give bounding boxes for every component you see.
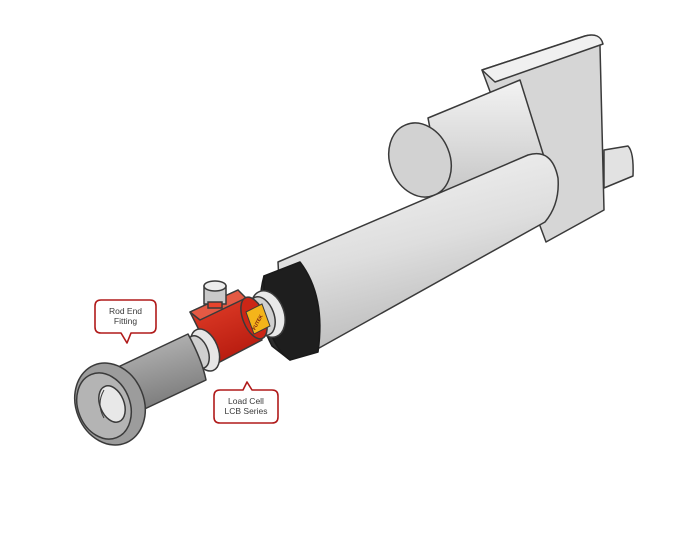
- rod-end-callout-label: Rod End Fitting: [95, 306, 156, 326]
- load-cell-callout-label: Load Cell LCB Series: [214, 396, 278, 416]
- load-cell-badge: FUTEK: [245, 303, 271, 335]
- load-cell-callout: [213, 381, 279, 424]
- rod-end-label-line2: Fitting: [113, 316, 138, 326]
- load-cell-label-line1: Load Cell: [228, 396, 264, 406]
- load-cell-label-line2: LCB Series: [224, 406, 268, 416]
- rod-end-callout: [94, 299, 157, 344]
- load-cell-connector: [203, 280, 227, 309]
- rod-end-label-line1: Rod End: [108, 306, 143, 316]
- rod-end-fitting: [74, 362, 146, 446]
